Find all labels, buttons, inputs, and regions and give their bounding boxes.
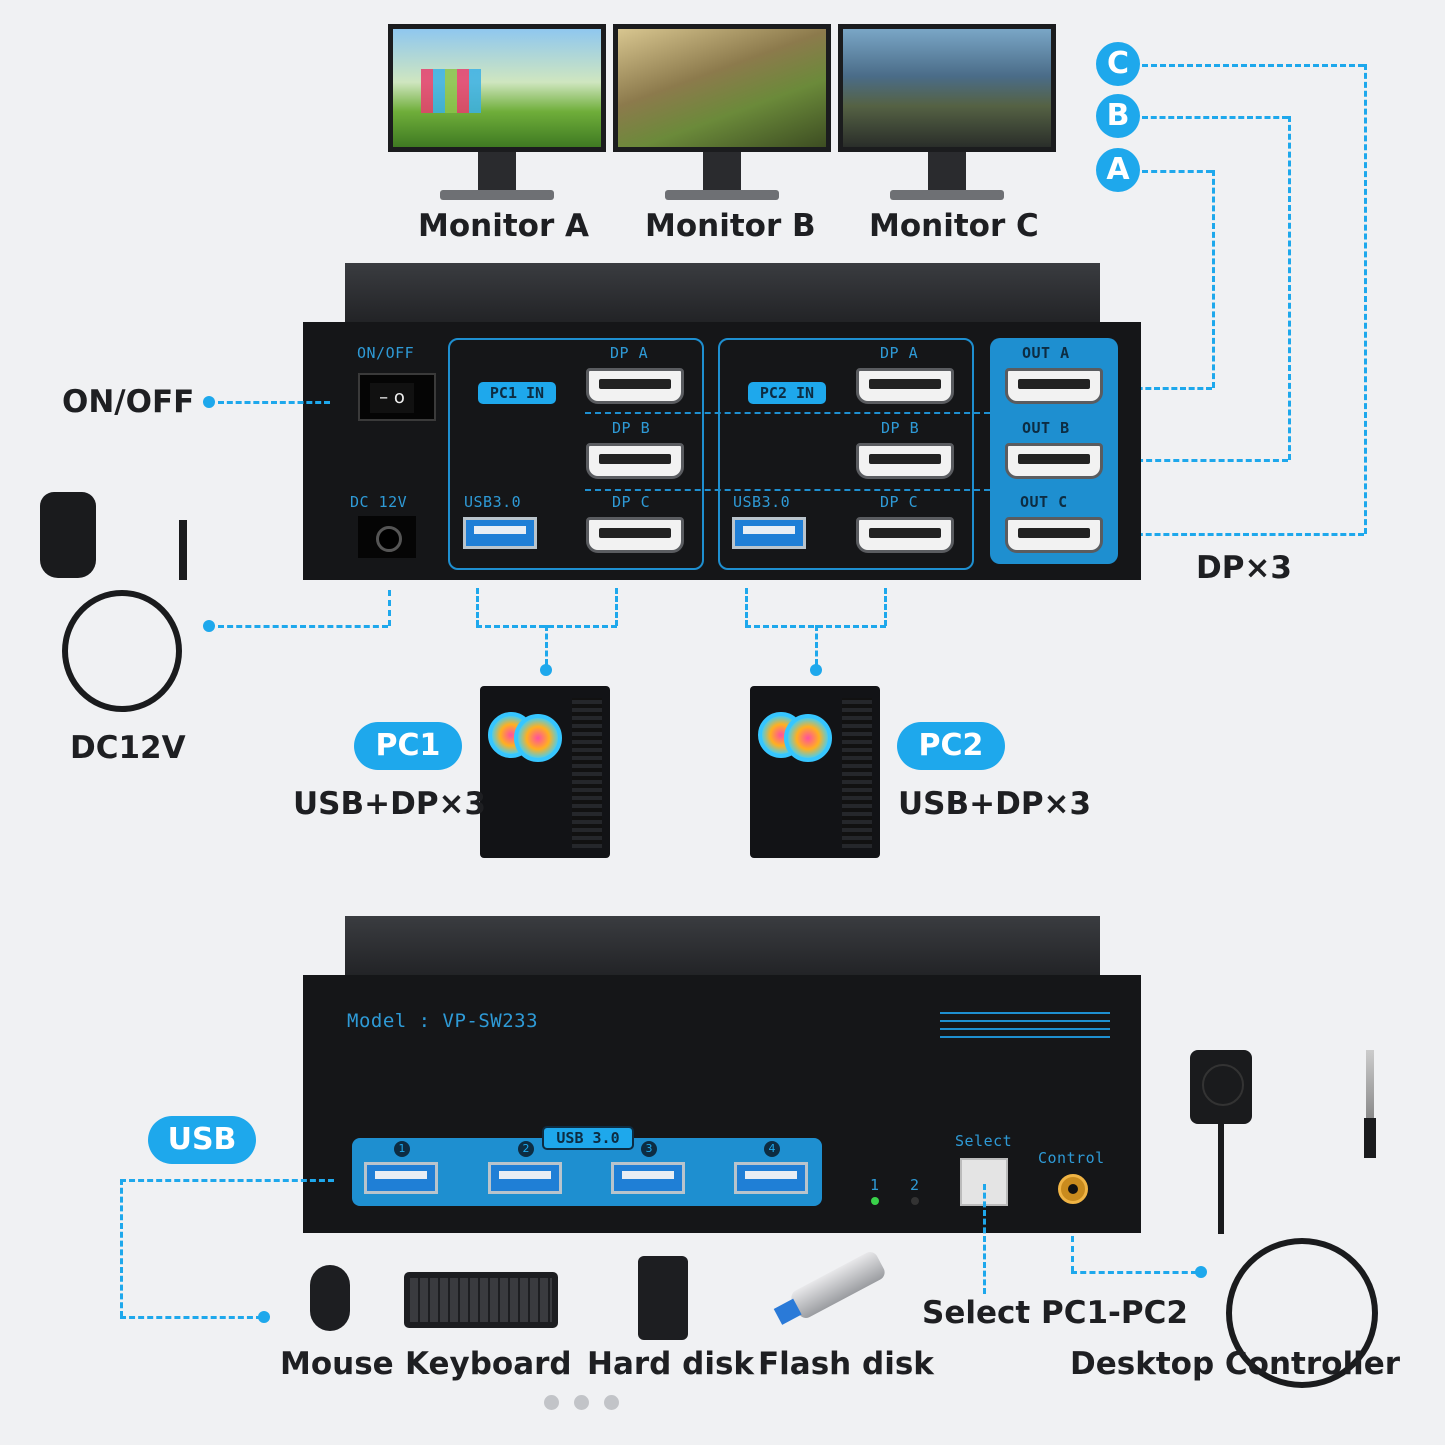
monitor-c-label: Monitor C <box>869 208 1039 244</box>
monitor-c-screen <box>838 24 1056 152</box>
out-c-label: OUT C <box>1020 493 1068 511</box>
mouse-label: Mouse <box>280 1346 394 1382</box>
led-2-label: 2 <box>910 1176 920 1194</box>
select-callout: Select PC1-PC2 <box>922 1295 1188 1331</box>
mouse-icon <box>310 1265 350 1331</box>
pc1-dp-c-label: DP C <box>612 493 651 511</box>
model-label: Model : VP-SW233 <box>347 1010 539 1032</box>
pc2-dp-c-port[interactable] <box>856 517 954 553</box>
front-usb-port-1[interactable] <box>364 1162 438 1194</box>
carousel-dot-3[interactable] <box>604 1395 619 1410</box>
pc1-ports-callout: USB+DP×3 <box>293 786 487 822</box>
output-c-badge: C <box>1096 42 1140 86</box>
carousel-dot-2[interactable] <box>574 1395 589 1410</box>
pc2-dp-a-label: DP A <box>880 344 919 362</box>
monitor-b-screen <box>613 24 831 152</box>
flash-disk-label: Flash disk <box>758 1346 934 1382</box>
select-button-label: Select <box>955 1132 1013 1150</box>
pc1-badge: PC1 <box>354 722 462 770</box>
monitor-a-screen <box>388 24 606 152</box>
desktop-controller-callout: Desktop Controller <box>1070 1346 1401 1382</box>
output-a-badge: A <box>1096 148 1140 192</box>
pc1-dp-b-port[interactable] <box>586 443 684 479</box>
pc2-dp-c-label: DP C <box>880 493 919 511</box>
control-port[interactable] <box>1058 1174 1088 1204</box>
out-c-port[interactable] <box>1005 517 1103 553</box>
out-a-label: OUT A <box>1022 344 1070 362</box>
front-usb-port-4-number: 4 <box>764 1141 780 1157</box>
decorative-stripes <box>940 1012 1110 1042</box>
power-switch[interactable]: – o <box>358 373 436 421</box>
front-usb-port-3-number: 3 <box>641 1141 657 1157</box>
out-b-port[interactable] <box>1005 443 1103 479</box>
output-b-badge: B <box>1096 94 1140 138</box>
led-2-indicator <box>911 1197 919 1205</box>
pc2-badge: PC2 <box>897 722 1005 770</box>
pc1-usb-port[interactable] <box>463 517 537 549</box>
front-usb-port-2[interactable] <box>488 1162 562 1194</box>
monitor-b-label: Monitor B <box>645 208 816 244</box>
led-1-indicator <box>871 1197 879 1205</box>
pc1-in-badge: PC1 IN <box>478 382 556 404</box>
pc1-dp-a-label: DP A <box>610 344 649 362</box>
dc-power-jack[interactable] <box>358 516 416 558</box>
led-1-label: 1 <box>870 1176 880 1194</box>
front-usb-port-2-number: 2 <box>518 1141 534 1157</box>
pc2-dp-b-port[interactable] <box>856 443 954 479</box>
pc2-dp-b-label: DP B <box>881 419 920 437</box>
pc1-dp-b-label: DP B <box>612 419 651 437</box>
dc-jack-label: DC 12V <box>350 493 408 511</box>
on-off-callout: ON/OFF <box>62 384 195 420</box>
pc1-input-group <box>448 338 704 570</box>
pc1-dp-c-port[interactable] <box>586 517 684 553</box>
carousel-dot-1[interactable] <box>544 1395 559 1410</box>
pc2-input-group <box>718 338 974 570</box>
hard-disk-icon <box>638 1256 688 1340</box>
dc12v-callout: DC12V <box>70 730 186 766</box>
front-usb-port-1-number: 1 <box>394 1141 410 1157</box>
pc2-ports-callout: USB+DP×3 <box>898 786 1092 822</box>
control-port-label: Control <box>1038 1149 1105 1167</box>
monitor-a-label: Monitor A <box>418 208 590 244</box>
on-off-switch-label: ON/OFF <box>357 344 415 362</box>
hard-disk-label: Hard disk <box>587 1346 755 1382</box>
keyboard-icon <box>404 1272 558 1328</box>
pc2-usb-label: USB3.0 <box>733 493 791 511</box>
out-b-label: OUT B <box>1022 419 1070 437</box>
front-usb-port-3[interactable] <box>611 1162 685 1194</box>
pc2-dp-a-port[interactable] <box>856 368 954 404</box>
usb30-badge: USB 3.0 <box>542 1126 634 1150</box>
pc2-usb-port[interactable] <box>732 517 806 549</box>
pc2-in-badge: PC2 IN <box>748 382 826 404</box>
dp-x3-callout: DP×3 <box>1196 550 1292 586</box>
front-usb-port-4[interactable] <box>734 1162 808 1194</box>
out-a-port[interactable] <box>1005 368 1103 404</box>
pc1-dp-a-port[interactable] <box>586 368 684 404</box>
pc1-usb-label: USB3.0 <box>464 493 522 511</box>
tile-grid-icon <box>421 69 481 113</box>
flash-disk-icon <box>773 1249 888 1325</box>
keyboard-label: Keyboard <box>405 1346 572 1382</box>
usb-badge: USB <box>148 1116 256 1164</box>
